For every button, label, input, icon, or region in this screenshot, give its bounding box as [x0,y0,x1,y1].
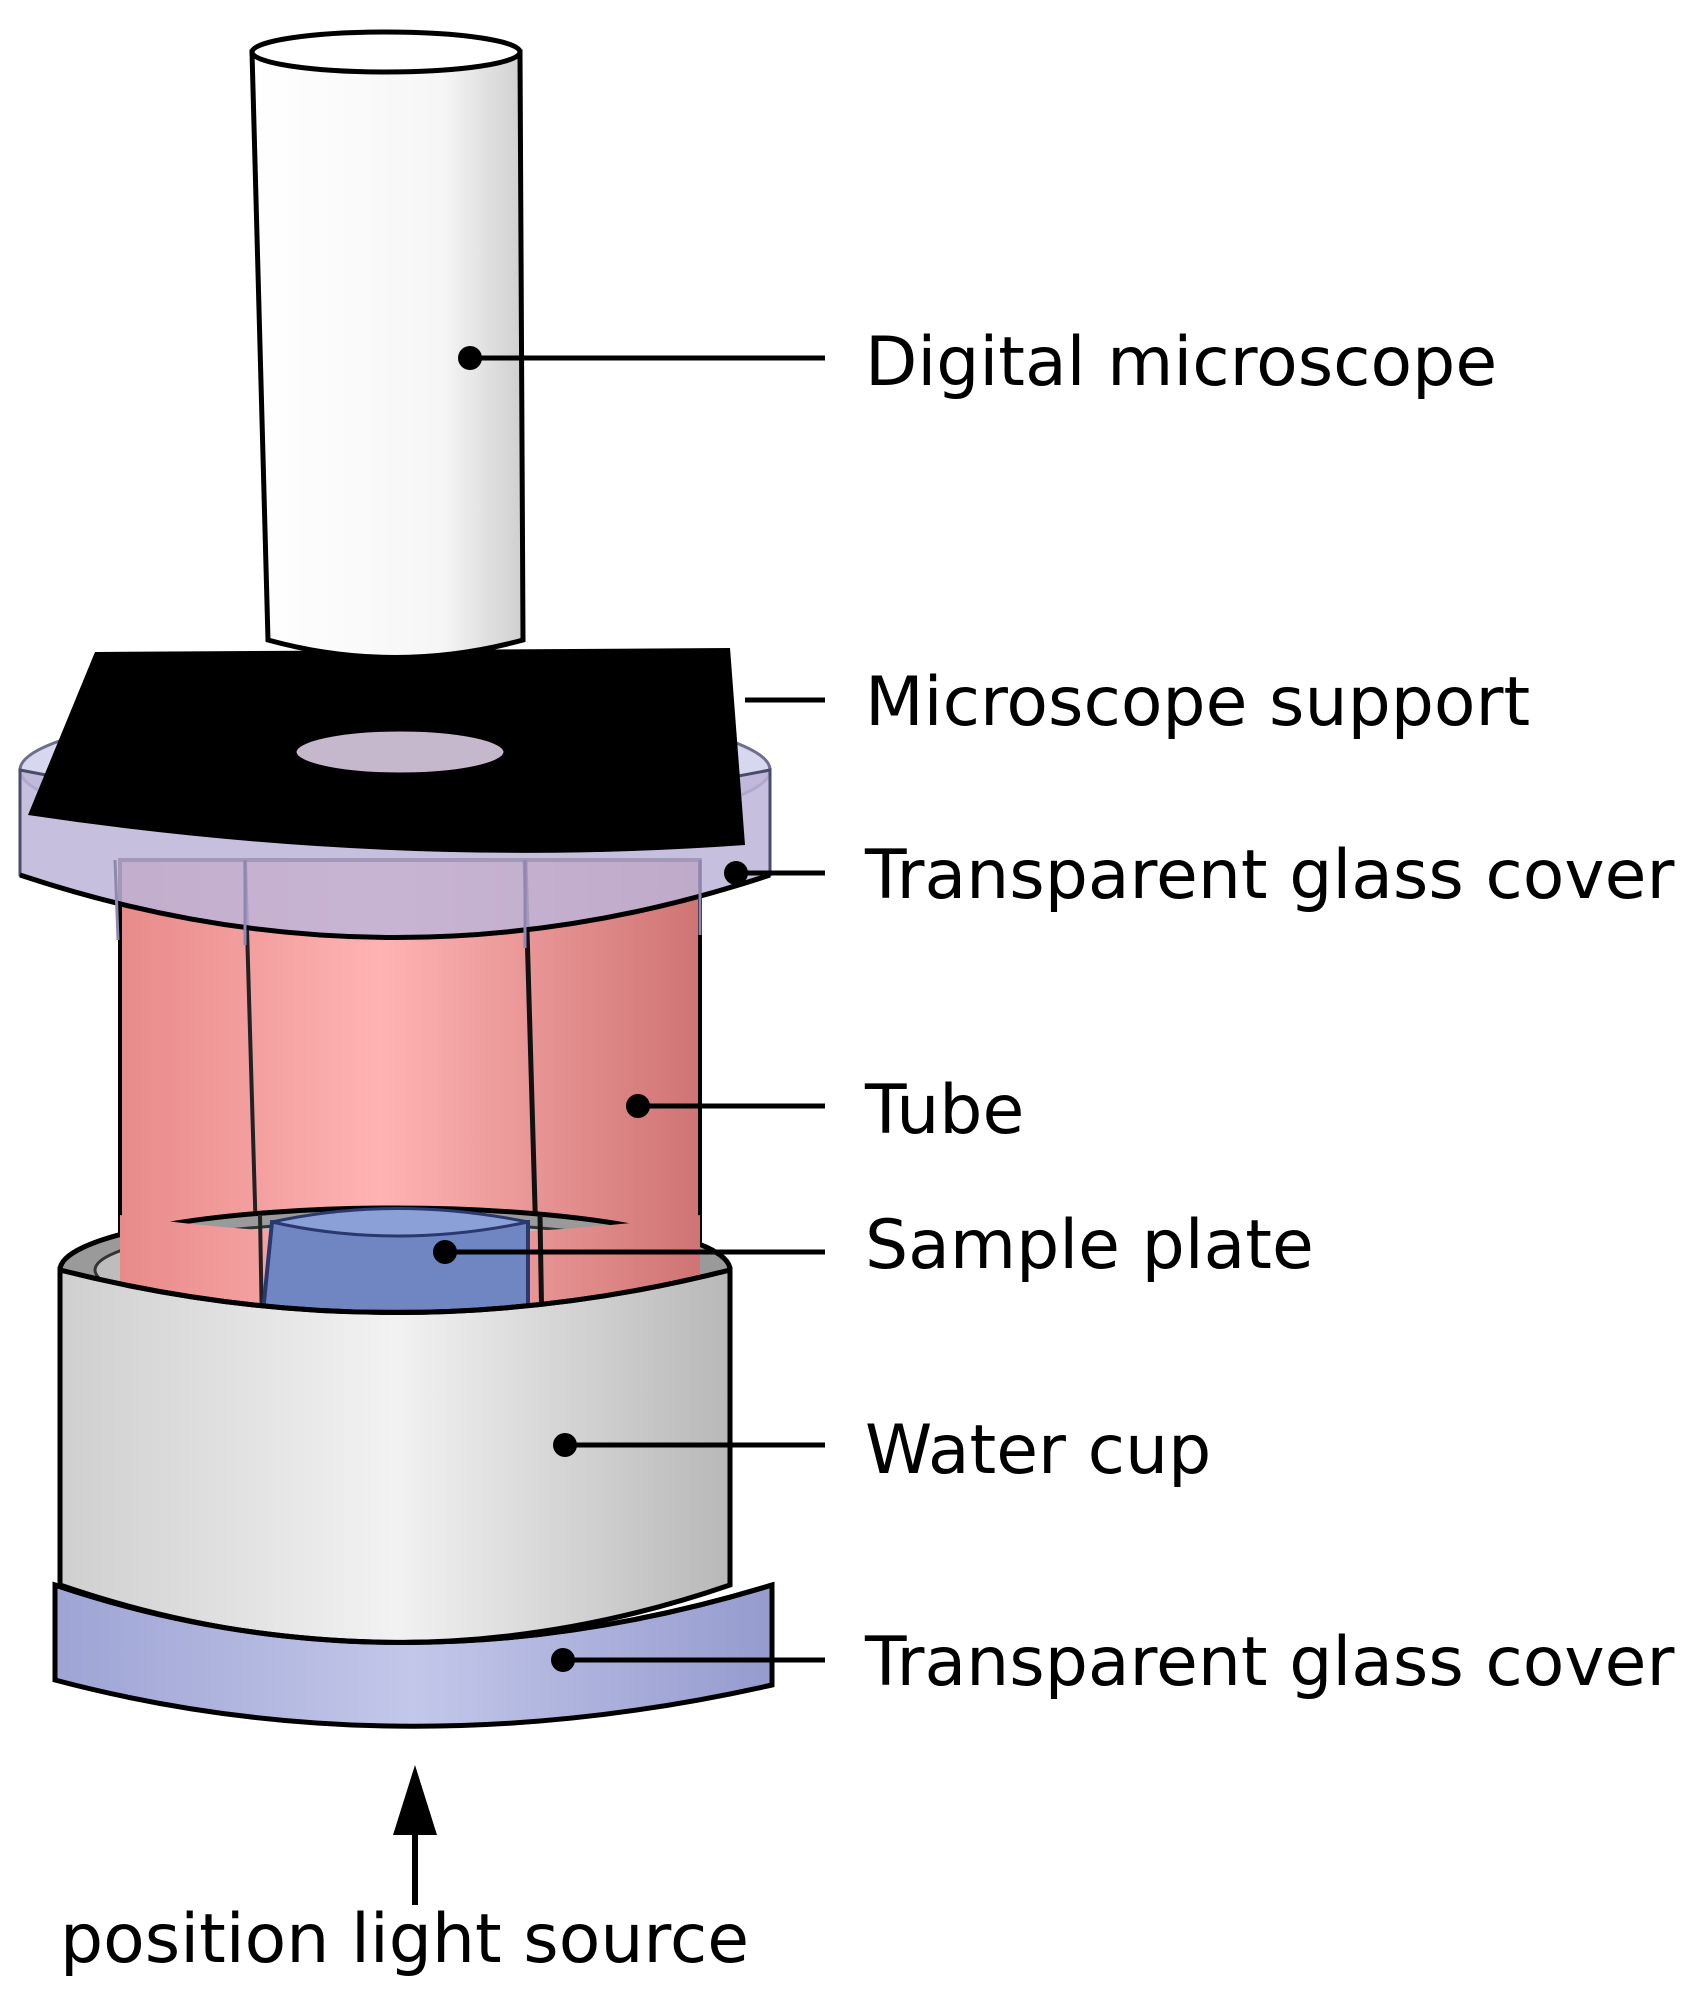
digital-microscope [249,29,526,660]
water-cup-body [57,1266,733,1645]
callout-glass-cover-bottom [551,1648,825,1672]
label-tube: Tube [864,1071,1024,1150]
label-water-cup: Water cup [865,1411,1211,1490]
label-microscope-support: Microscope support [865,663,1530,742]
label-light-source: position light source [60,1900,749,1979]
light-source-arrow [393,1765,437,1905]
label-glass-cover-bottom: Transparent glass cover [864,1623,1674,1702]
callout-glass-cover-top [724,861,825,885]
callout-digital-microscope [458,346,825,370]
callout-water-cup [553,1433,825,1457]
label-glass-cover-top: Transparent glass cover [864,836,1674,915]
microscope-support [28,648,745,853]
callout-tube [626,1094,825,1118]
callout-sample-plate [433,1240,825,1264]
label-digital-microscope: Digital microscope [865,323,1497,402]
label-sample-plate: Sample plate [865,1206,1314,1285]
bottom-glass-cover [52,1581,775,1729]
